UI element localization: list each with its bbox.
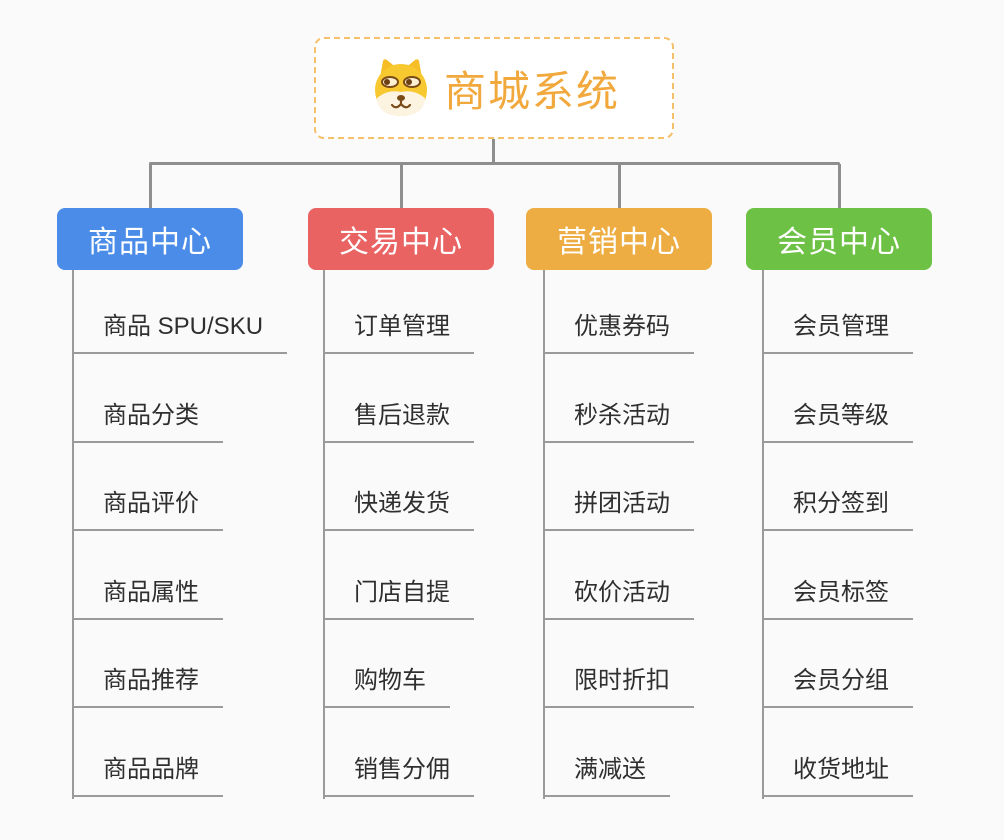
- branch-label: 营销中心: [557, 226, 681, 259]
- branch-label: 会员中心: [777, 226, 901, 259]
- branch-label: 商品中心: [88, 226, 212, 259]
- branch-node-trade-center[interactable]: 交易中心: [308, 208, 494, 270]
- leaf-topic[interactable]: 优惠券码: [543, 313, 694, 354]
- drop-line-trade: [400, 164, 403, 208]
- branch-label: 交易中心: [339, 226, 463, 259]
- leaf-topic[interactable]: 商品 SPU/SKU: [72, 313, 288, 354]
- branch-node-member-center[interactable]: 会员中心: [746, 208, 932, 270]
- leaf-topic[interactable]: 会员等级: [762, 402, 913, 443]
- root-node[interactable]: 商城系统: [314, 37, 674, 139]
- leaf-topic[interactable]: 商品品牌: [72, 756, 223, 797]
- leaf-topic[interactable]: 购物车: [323, 667, 450, 708]
- branch-trunk-line: [72, 270, 74, 799]
- leaf-topic[interactable]: 商品分类: [72, 402, 223, 443]
- root-stem-line: [492, 139, 495, 165]
- branch-trunk-line: [543, 270, 545, 799]
- leaf-topic[interactable]: 秒杀活动: [543, 402, 694, 443]
- leaf-topic[interactable]: 会员标签: [762, 579, 913, 620]
- branch-node-marketing-center[interactable]: 营销中心: [526, 208, 712, 270]
- leaf-topic[interactable]: 订单管理: [323, 313, 474, 354]
- leaf-topic[interactable]: 满减送: [543, 756, 670, 797]
- root-title: 商城系统: [443, 67, 620, 115]
- leaf-topic[interactable]: 限时折扣: [543, 667, 694, 708]
- leaf-topic[interactable]: 商品属性: [72, 579, 223, 620]
- leaf-topic[interactable]: 收货地址: [762, 756, 913, 797]
- leaf-topic[interactable]: 商品评价: [72, 490, 223, 531]
- branch-node-product-center[interactable]: 商品中心: [57, 208, 243, 270]
- leaf-topic[interactable]: 会员分组: [762, 667, 913, 708]
- leaf-topic[interactable]: 会员管理: [762, 313, 913, 354]
- leaf-topic[interactable]: 积分签到: [762, 490, 913, 531]
- branch-trunk-line: [762, 270, 764, 799]
- drop-line-product: [149, 164, 152, 208]
- leaf-topic[interactable]: 门店自提: [323, 579, 474, 620]
- leaf-topic[interactable]: 快递发货: [323, 490, 474, 531]
- drop-line-member: [838, 164, 841, 208]
- leaf-topic[interactable]: 商品推荐: [72, 667, 223, 708]
- branch-trunk-line: [323, 270, 325, 799]
- leaf-topic[interactable]: 拼团活动: [543, 490, 694, 531]
- leaf-topic[interactable]: 砍价活动: [543, 579, 694, 620]
- leaf-topic[interactable]: 销售分佣: [323, 756, 474, 797]
- dog-face-icon: [374, 59, 427, 116]
- drop-line-marketing: [618, 164, 621, 208]
- bus-line: [149, 162, 840, 165]
- leaf-topic[interactable]: 售后退款: [323, 402, 474, 443]
